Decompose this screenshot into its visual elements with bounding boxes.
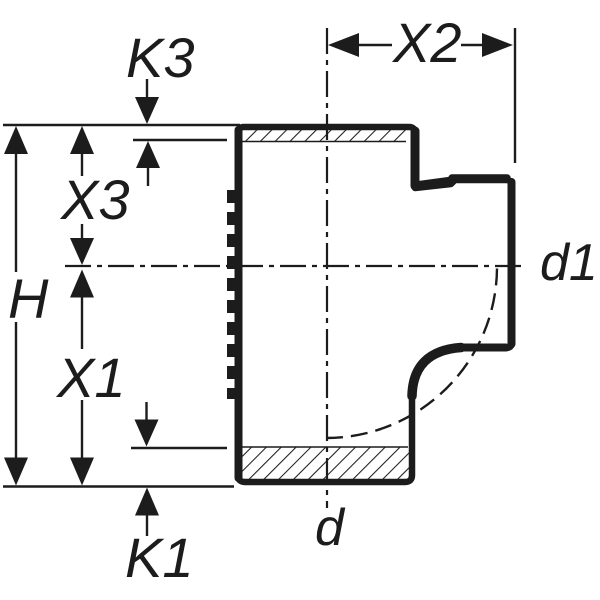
arrow-h-top (4, 126, 28, 154)
flow-sweep-arc (325, 266, 499, 440)
dim-label-k3: K3 (126, 26, 195, 89)
hatch-top-wall (242, 129, 406, 142)
spigot-rib (227, 322, 236, 335)
arrow-x2-right (482, 33, 513, 57)
arrow-x1-top (70, 269, 94, 298)
arrow-k3-down (135, 97, 159, 124)
arrow-x3-top (70, 126, 94, 154)
dim-label-x1: X1 (55, 346, 126, 409)
hatch-bottom-wall (242, 447, 409, 481)
dim-label-k1: K1 (125, 526, 194, 589)
arrow-k1-up (135, 487, 159, 516)
pipe-label-d: d (315, 499, 346, 557)
arrow-x2-left (328, 33, 359, 57)
branch-sweep-wall (407, 342, 466, 401)
branch-upper-wall (410, 126, 457, 191)
arrow-k1-down (134, 419, 159, 447)
spigot-rib (227, 300, 236, 313)
dim-label-x2: X2 (391, 11, 462, 74)
spigot-rib (227, 344, 236, 357)
arrow-x3-bottom (70, 238, 94, 265)
arrow-k3-up (136, 141, 160, 168)
spigot-rib (227, 278, 236, 291)
spigot-rib (227, 234, 236, 247)
dim-label-x3: X3 (59, 168, 130, 231)
arrow-h-bottom (4, 457, 28, 486)
spigot-rib (227, 190, 236, 203)
spigot-rib (227, 212, 236, 225)
spigot-ribs (227, 190, 236, 399)
spigot-rib (227, 388, 236, 399)
arrow-x1-bottom (70, 457, 94, 486)
spigot-rib (227, 366, 236, 379)
spigot-rib (227, 256, 236, 269)
dim-label-h: H (8, 267, 49, 330)
pipe-label-d1: d1 (540, 234, 598, 292)
